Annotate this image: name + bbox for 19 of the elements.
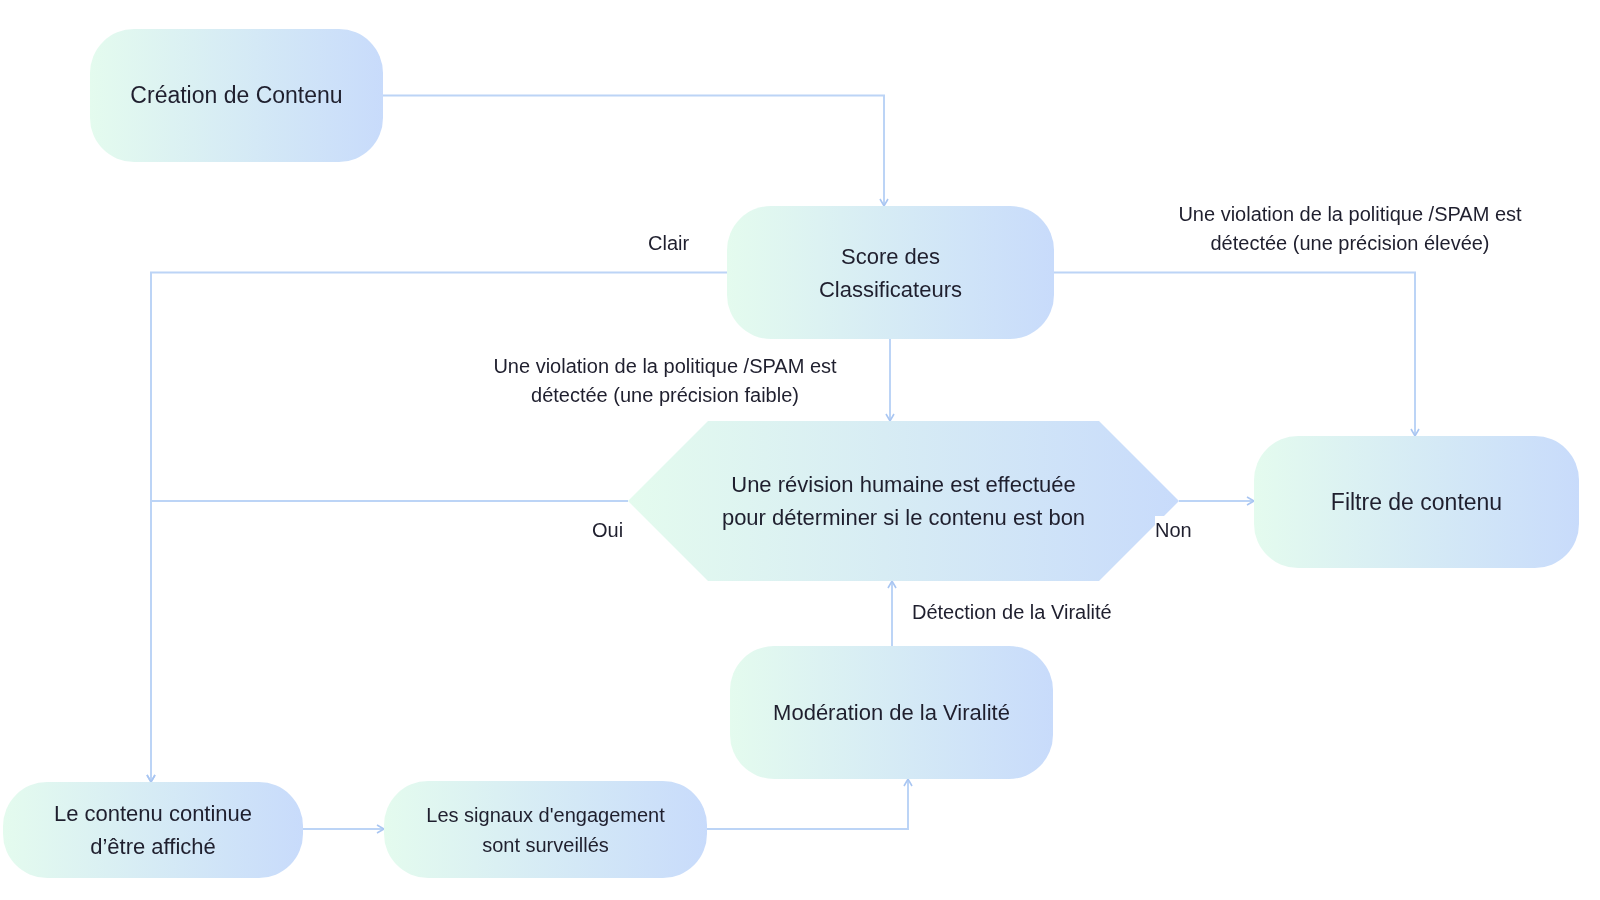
arrow: [1053, 271, 1420, 437]
process-box: [1254, 436, 1579, 568]
node-text: Score des Classificateurs: [817, 242, 963, 304]
node-text: Les signaux d'engagement sont surveillés: [425, 802, 666, 858]
process-box: [727, 206, 1054, 339]
process-box: [90, 29, 383, 162]
arrow: [146, 500, 629, 783]
node-text: Filtre de contenu: [1330, 487, 1503, 517]
node-text: Une révision humaine est effectuée pour déterminer si le contenu est bon: [720, 471, 1087, 532]
arrow: [1178, 496, 1255, 506]
node-text: Le contenu continue d’être affiché: [52, 800, 254, 861]
node-text: Création de Contenu: [130, 81, 343, 111]
arrow: [706, 778, 913, 830]
arrow: [382, 94, 889, 207]
process-box: [730, 646, 1053, 779]
arrow: [885, 338, 895, 422]
arrow: [302, 824, 385, 834]
node-text: Modération de la Viralité: [773, 699, 1010, 727]
arrow: [887, 580, 897, 647]
